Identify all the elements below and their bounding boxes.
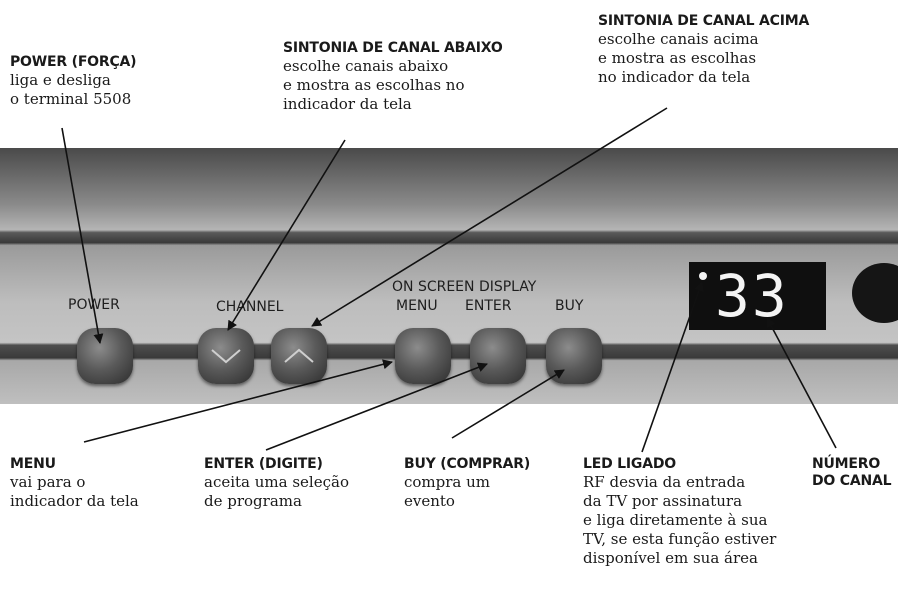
led-callout: LED LIGADO RF desvia da entrada da TV po… (583, 456, 776, 568)
channel-up-callout: SINTONIA DE CANAL ACIMA escolhe canais a… (598, 13, 809, 87)
enter-callout-title: ENTER (DIGITE) (204, 456, 323, 472)
enter-panel-label: ENTER (465, 298, 512, 314)
power-button[interactable] (77, 328, 133, 384)
channel-number-callout-title-1: NÚMERO (812, 456, 881, 472)
chevron-down-icon (211, 349, 241, 364)
channel-display: 33 (689, 262, 826, 330)
channel-down-callout: SINTONIA DE CANAL ABAIXO escolhe canais … (283, 40, 503, 114)
channel-up-callout-title: SINTONIA DE CANAL ACIMA (598, 13, 810, 29)
menu-button[interactable] (395, 328, 451, 384)
chevron-up-icon (284, 348, 314, 363)
osd-panel-label: ON SCREEN DISPLAY (392, 279, 537, 295)
led-indicator (699, 272, 707, 280)
buy-callout-title: BUY (COMPRAR) (404, 456, 531, 472)
channel-number-display: 33 (715, 262, 789, 330)
menu-panel-label: MENU (396, 298, 438, 314)
channel-up-callout-desc: escolhe canais acima e mostra as escolha… (598, 29, 759, 86)
channel-number-callout-title-2: DO CANAL (812, 472, 892, 489)
buy-panel-label: BUY (555, 298, 584, 314)
buy-callout: BUY (COMPRAR) compra um evento (404, 456, 530, 511)
menu-callout: MENU vai para o indicador da tela (10, 456, 139, 511)
channel-panel-label: CHANNEL (216, 299, 284, 315)
buy-callout-desc: compra um evento (404, 472, 491, 510)
buy-button[interactable] (546, 328, 602, 384)
power-callout-title: POWER (FORÇA) (10, 54, 137, 70)
menu-callout-title: MENU (10, 456, 56, 472)
channel-down-button[interactable] (198, 328, 254, 384)
power-callout: POWER (FORÇA) liga e desliga o terminal … (10, 54, 137, 109)
channel-down-callout-title: SINTONIA DE CANAL ABAIXO (283, 40, 503, 56)
power-panel-label: POWER (68, 297, 120, 313)
enter-callout-desc: aceita uma seleção de programa (204, 472, 349, 510)
menu-callout-desc: vai para o indicador da tela (10, 472, 139, 510)
led-callout-title: LED LIGADO (583, 456, 676, 472)
channel-up-button[interactable] (271, 328, 327, 384)
power-callout-desc: liga e desliga o terminal 5508 (10, 70, 132, 108)
channel-number-callout: NÚMERO DO CANAL (812, 456, 892, 490)
enter-callout: ENTER (DIGITE) aceita uma seleção de pro… (204, 456, 349, 511)
led-callout-desc: RF desvia da entrada da TV por assinatur… (583, 472, 777, 567)
channel-down-callout-desc: escolhe canais abaixo e mostra as escolh… (283, 56, 465, 113)
ir-sensor-window (852, 263, 898, 323)
enter-button[interactable] (470, 328, 526, 384)
